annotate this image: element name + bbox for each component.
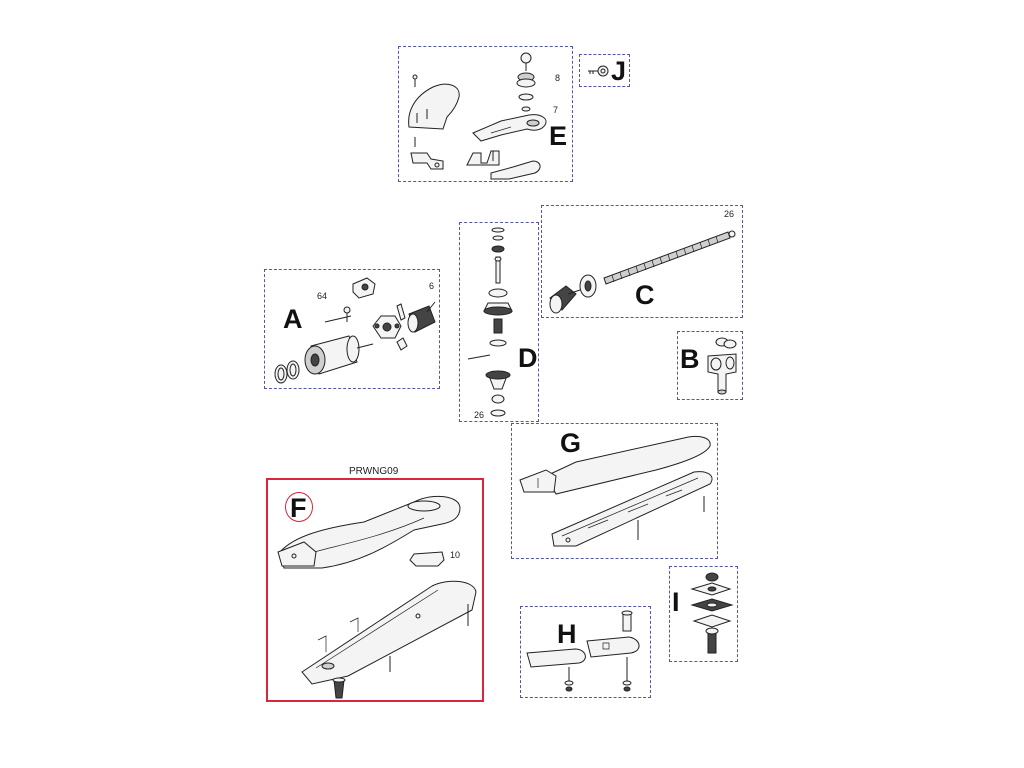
part-number-64: 64 bbox=[317, 291, 328, 301]
group-j[interactable]: J bbox=[579, 54, 630, 87]
e-cover-part bbox=[403, 73, 463, 133]
part-number-10: 10 bbox=[450, 550, 461, 560]
group-j-label: J bbox=[611, 56, 627, 86]
group-f[interactable]: F 10 bbox=[266, 478, 484, 702]
group-f-highlight-ring bbox=[285, 492, 313, 522]
group-a-label: A bbox=[283, 304, 303, 334]
c-screw-shaft-part bbox=[544, 220, 740, 316]
h-plates-part bbox=[525, 609, 649, 697]
part-number-6: 6 bbox=[429, 281, 435, 291]
e-bracket-part bbox=[409, 137, 449, 177]
group-b-label: B bbox=[680, 344, 700, 374]
g-base-part bbox=[548, 464, 718, 556]
a-clamp-part bbox=[349, 274, 379, 302]
b-bushing-part bbox=[704, 334, 740, 398]
part-number-8: 8 bbox=[555, 73, 561, 83]
group-f-label: F bbox=[290, 493, 307, 523]
d-shaft-stack bbox=[466, 223, 530, 423]
a-worm-gear-part bbox=[405, 300, 439, 340]
part-number-26-c: 26 bbox=[724, 209, 735, 219]
group-c-label: C bbox=[635, 280, 655, 310]
e-eyebolt-stack bbox=[511, 51, 541, 131]
group-e[interactable]: 8 7 E bbox=[398, 46, 573, 182]
group-e-label: E bbox=[549, 121, 568, 151]
i-stack-part bbox=[688, 569, 736, 661]
f-clip-part bbox=[408, 550, 448, 570]
group-c[interactable]: C 26 bbox=[541, 205, 743, 318]
group-i-label: I bbox=[672, 587, 680, 617]
group-h[interactable]: H bbox=[520, 606, 651, 698]
group-i[interactable]: I bbox=[669, 566, 738, 662]
f-cover-part bbox=[274, 482, 464, 572]
group-g-label: G bbox=[560, 428, 582, 458]
part-number-26-d: 26 bbox=[474, 410, 485, 420]
group-h-label: H bbox=[557, 619, 577, 649]
group-a[interactable]: A 64 6 bbox=[264, 269, 440, 389]
j-key-part bbox=[586, 64, 610, 78]
f-base-part bbox=[298, 576, 488, 702]
group-g[interactable]: G bbox=[511, 423, 718, 559]
a-gear-hub-part bbox=[369, 308, 405, 348]
g-cover-part bbox=[516, 432, 714, 498]
a-screws-part bbox=[321, 300, 411, 356]
group-d[interactable]: D 26 bbox=[459, 222, 539, 422]
e-lower-bracket-part bbox=[463, 147, 543, 181]
a-motor-part bbox=[269, 320, 379, 390]
group-b[interactable]: B bbox=[677, 331, 743, 400]
part-number-7: 7 bbox=[553, 105, 559, 115]
group-d-label: D bbox=[518, 343, 538, 373]
e-arm-part bbox=[471, 111, 551, 143]
group-f-code: PRWNG09 bbox=[349, 466, 399, 477]
